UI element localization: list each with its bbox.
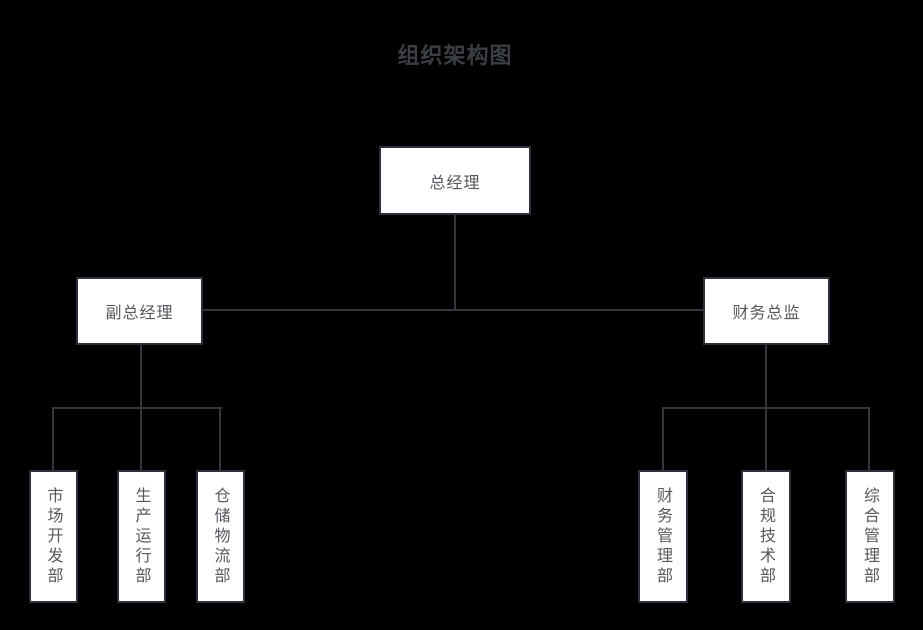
connector-level2-horizontal: [203, 309, 703, 311]
connector-right-child1-drop: [662, 407, 664, 470]
chart-title: 组织架构图: [397, 44, 513, 69]
org-node-production-operations-dept[interactable]: 生产运行部: [117, 470, 166, 603]
org-node-general-management-dept[interactable]: 综合管理部: [845, 470, 895, 603]
connector-right-child3-drop: [868, 407, 870, 470]
org-node-general-manager[interactable]: 总经理: [379, 146, 531, 215]
connector-left-child3-drop: [219, 407, 221, 470]
org-node-finance-management-dept[interactable]: 财务管理部: [638, 470, 688, 603]
connector-root-drop: [454, 215, 456, 311]
org-node-warehouse-logistics-dept[interactable]: 仓储物流部: [196, 470, 245, 603]
org-node-finance-director[interactable]: 财务总监: [703, 277, 830, 345]
org-node-deputy-general-manager[interactable]: 副总经理: [76, 277, 203, 345]
connector-left-child1-drop: [52, 407, 54, 470]
connector-left-branch-horizontal: [52, 407, 222, 409]
org-node-compliance-technology-dept[interactable]: 合规技术部: [741, 470, 791, 603]
org-node-market-development-dept[interactable]: 市场开发部: [29, 470, 78, 603]
connector-right-branch-horizontal: [662, 407, 870, 409]
